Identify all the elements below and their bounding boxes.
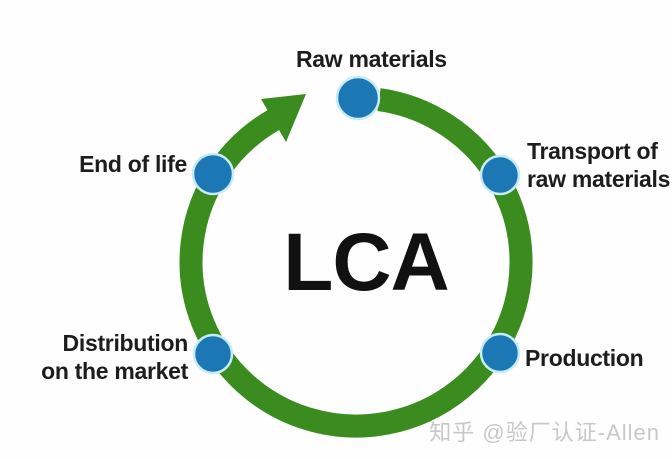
stage-dot-distribution — [192, 333, 234, 375]
stage-label-distribution: Distribution on the market — [41, 329, 188, 385]
stage-label-transport-line1: Transport of — [527, 138, 658, 164]
stage-label-end-of-life: End of life — [79, 151, 187, 177]
diagram-center-title: LCA — [283, 217, 450, 308]
stage-dot-transport — [479, 154, 521, 196]
zhihu-watermark: 知乎 @验厂认证-Allen — [429, 420, 660, 445]
stage-label-production: Production — [525, 345, 644, 371]
stage-label-distribution-line2: on the market — [41, 358, 188, 384]
stage-label-transport-line2: raw materials — [527, 166, 671, 192]
stage-dot-raw-materials — [335, 75, 381, 121]
stage-dot-production — [479, 332, 521, 374]
stage-label-transport: Transport of raw materials — [527, 137, 670, 193]
cycle-arrowhead-icon — [261, 94, 306, 142]
stage-dot-end-of-life — [191, 152, 235, 196]
stage-label-distribution-line1: Distribution — [62, 330, 189, 356]
stage-label-raw-materials: Raw materials — [296, 46, 447, 72]
